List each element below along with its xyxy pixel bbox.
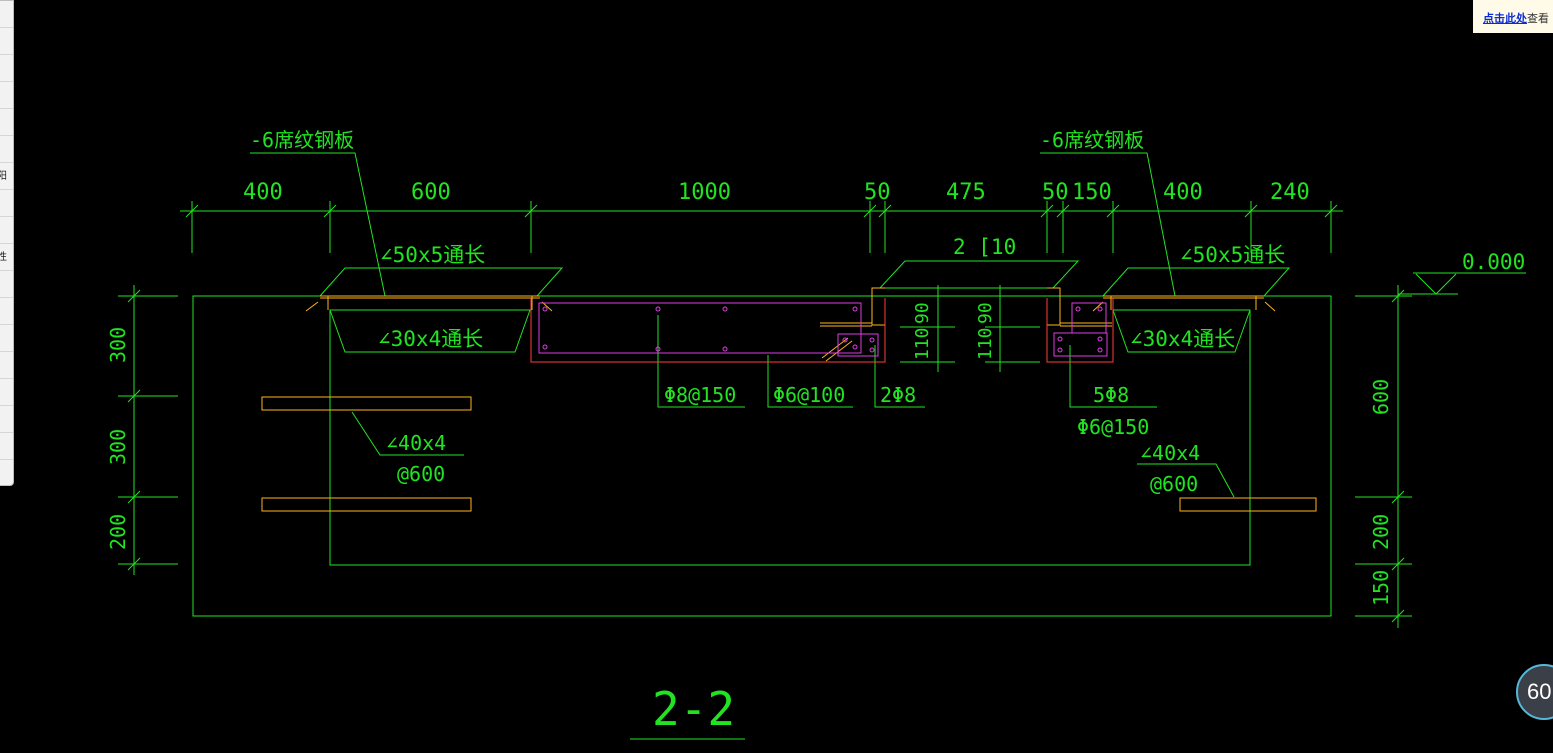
dim-mid-4: 90 bbox=[975, 302, 996, 324]
elevation-symbol bbox=[1398, 272, 1526, 295]
fps-badge[interactable]: 60 bbox=[1516, 664, 1553, 720]
phi8-leader bbox=[657, 315, 745, 408]
side-panel-row[interactable] bbox=[0, 217, 13, 244]
phi6-label: Φ6@100 bbox=[773, 383, 845, 407]
side-panel-row[interactable] bbox=[0, 190, 13, 217]
section-outline bbox=[192, 295, 1332, 617]
angle40-bar-upper bbox=[261, 396, 472, 411]
side-panel-row[interactable] bbox=[0, 28, 13, 55]
side-panel-row[interactable] bbox=[0, 271, 13, 298]
dim-top-4: 50 bbox=[864, 180, 891, 205]
elevation-label: 0.000 bbox=[1462, 250, 1525, 274]
plate-right-leader bbox=[1040, 152, 1176, 297]
dim-top-3: 1000 bbox=[678, 180, 731, 205]
dim-top-2: 600 bbox=[411, 180, 451, 205]
right-dimension-marks bbox=[1355, 289, 1412, 623]
dim-mid-2: 90 bbox=[912, 302, 933, 324]
phi6-leader bbox=[767, 355, 853, 408]
side-panel-row[interactable] bbox=[0, 136, 13, 163]
angle50-right-label: ∠50x5通长 bbox=[1180, 243, 1285, 267]
dim-mid-3: 110 bbox=[975, 327, 996, 360]
side-panel-row[interactable] bbox=[0, 325, 13, 352]
beam-left-outline bbox=[530, 298, 886, 363]
side-panel-row[interactable] bbox=[0, 352, 13, 379]
beam-right-outline bbox=[1046, 298, 1114, 363]
dim-right-1: 600 bbox=[1369, 379, 1393, 415]
middle-dimension-lines bbox=[900, 285, 1040, 372]
dim-top-6: 50 bbox=[1042, 180, 1069, 205]
dim-top-7: 150 bbox=[1072, 180, 1112, 205]
dim-top-9: 240 bbox=[1270, 180, 1310, 205]
dim-top-8: 400 bbox=[1163, 180, 1203, 205]
side-panel-row[interactable] bbox=[0, 433, 13, 460]
angle50-left-leader bbox=[318, 267, 564, 297]
angle40-bar-lower bbox=[261, 497, 472, 512]
dim-left-1: 300 bbox=[106, 327, 130, 363]
5phi8-label: 5Φ8 bbox=[1093, 383, 1129, 407]
channel-leader bbox=[878, 260, 1080, 289]
dim-top-1: 400 bbox=[243, 180, 283, 205]
top-dimension-extensions bbox=[191, 201, 1332, 253]
inner-pit-outline bbox=[329, 310, 1251, 566]
rebar-cage-right bbox=[1053, 332, 1108, 357]
angle30-right-leader bbox=[1112, 309, 1251, 353]
side-panel-row[interactable]: 阳 bbox=[0, 163, 13, 190]
angle40-right-label: ∠40x4 bbox=[1140, 441, 1200, 465]
notice-link[interactable]: 点击此处 bbox=[1483, 13, 1527, 25]
top-dimension-ticks bbox=[185, 204, 1338, 218]
angle40-bar-right bbox=[1179, 497, 1317, 512]
phi8-label: Φ8@150 bbox=[664, 383, 736, 407]
side-panel-row[interactable] bbox=[0, 298, 13, 325]
channel-label: 2 [10 bbox=[953, 235, 1016, 259]
notice-text: 查看 bbox=[1527, 13, 1549, 25]
section-title: 2-2 bbox=[652, 682, 735, 736]
side-panel-row[interactable] bbox=[0, 406, 13, 433]
dim-right-3: 150 bbox=[1369, 570, 1393, 606]
side-panel-row[interactable] bbox=[0, 82, 13, 109]
side-panel-row[interactable] bbox=[0, 379, 13, 406]
dim-left-3: 200 bbox=[106, 514, 130, 550]
plate-left-leader bbox=[250, 152, 386, 297]
at600-right-label: @600 bbox=[1150, 472, 1198, 496]
side-panel-row[interactable] bbox=[0, 109, 13, 136]
dim-top-5: 475 bbox=[946, 180, 986, 205]
channel-steel bbox=[820, 287, 1112, 362]
plate-right-label: -6席纹钢板 bbox=[1040, 128, 1144, 152]
side-panel-row[interactable] bbox=[0, 55, 13, 82]
angle40-left-leader bbox=[351, 411, 464, 456]
dim-mid-1: 110 bbox=[912, 327, 933, 360]
side-panel[interactable]: 阳性 bbox=[0, 0, 14, 486]
angle40-left-label: ∠40x4 bbox=[386, 431, 446, 455]
dim-left-2: 300 bbox=[106, 429, 130, 465]
5phi8-leader bbox=[1069, 345, 1157, 408]
side-panel-row[interactable]: 性 bbox=[0, 244, 13, 271]
angle40-right-leader bbox=[1137, 463, 1235, 498]
side-panel-row[interactable] bbox=[0, 1, 13, 28]
angle30-left-leader bbox=[329, 309, 531, 353]
dim-right-2: 200 bbox=[1369, 514, 1393, 550]
2phi8-label: 2Φ8 bbox=[880, 383, 916, 407]
angle50-right-leader bbox=[1101, 267, 1291, 297]
phi6-150-label: Φ6@150 bbox=[1077, 415, 1149, 439]
angle30-right-label: ∠30x4通长 bbox=[1130, 327, 1235, 351]
rebar-cage-left bbox=[538, 302, 862, 354]
2phi8-leader bbox=[874, 345, 925, 408]
angle50-left-label: ∠50x5通长 bbox=[380, 243, 485, 267]
notice-bar: 点击此处查看 bbox=[1473, 0, 1553, 33]
plate-left-label: -6席纹钢板 bbox=[250, 128, 354, 152]
rebar-dots bbox=[542, 306, 1103, 353]
at600-left-label: @600 bbox=[397, 462, 445, 486]
left-dimension-marks bbox=[118, 289, 178, 571]
angle30-left-label: ∠30x4通长 bbox=[378, 327, 483, 351]
